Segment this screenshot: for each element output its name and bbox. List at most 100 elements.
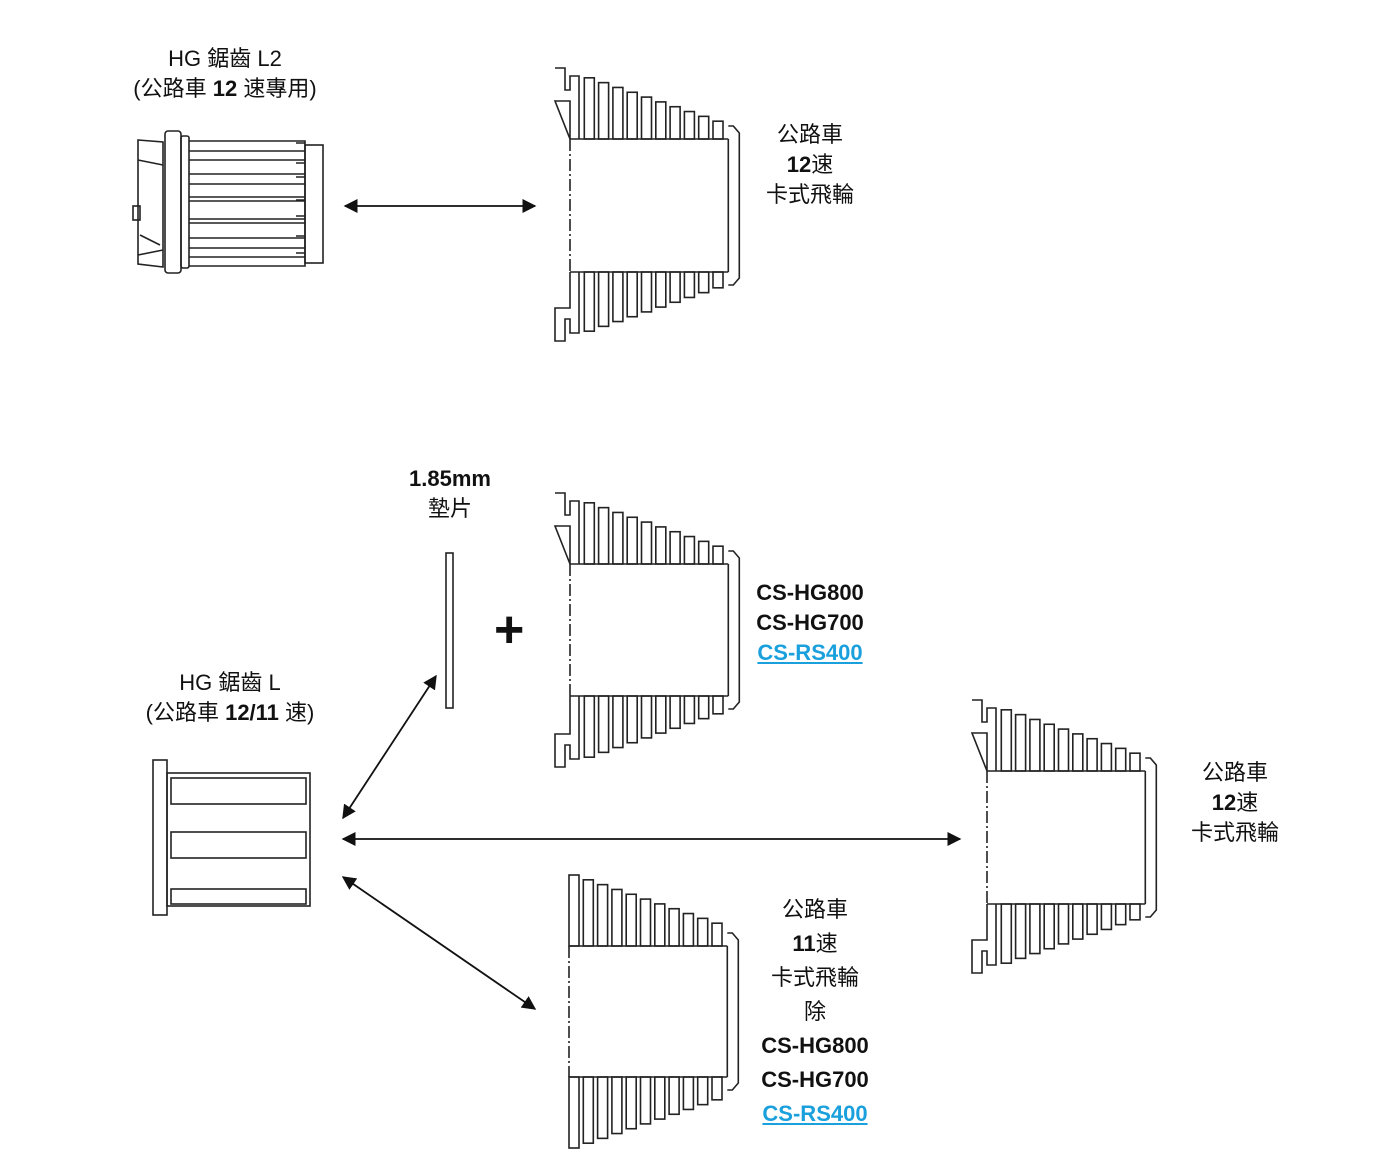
sprocket-bottom [683,271,696,299]
lockring-bottom [554,272,580,342]
sprocket-top [1086,737,1098,772]
sprocket-top [711,922,723,947]
sprocket-bottom [682,1076,695,1111]
sprocket-bottom [625,1076,638,1130]
sprocket-bottom [683,695,696,725]
cs-rs400-link[interactable]: CS-RS400 [757,640,863,665]
sprocket-bottom [711,1076,723,1101]
speed-num: 12 [786,152,812,177]
sprocket-bottom [582,1076,595,1144]
sprocket-top [696,917,709,947]
cs-rs400-link[interactable]: CS-RS400 [762,1101,868,1126]
speed-num: 11 [792,931,816,956]
sprocket-top [582,879,595,947]
sprocket-bottom [669,695,681,730]
sprocket-bottom [712,271,724,289]
arrow-l-to-spacer [342,674,437,820]
sprocket-bottom [639,1076,652,1125]
sprocket-top [640,521,653,565]
sprocket-top [1114,747,1127,772]
end-cap [728,550,741,710]
sprocket-top [639,898,652,947]
spacer-cassette-list: CS-HG800 CS-HG700 CS-RS400 [730,578,890,668]
lockring-bottom [971,904,997,974]
sprocket-bottom [653,1076,666,1120]
subtitle-pre: (公路車 [133,76,213,101]
cassette-model: CS-HG800 [761,1033,869,1058]
sprocket-bottom [597,271,610,328]
sprocket-bottom [654,271,667,308]
sprocket-bottom [697,271,710,294]
speed-num: 12 [1211,790,1237,815]
sprocket-top [625,893,638,947]
sprocket-bottom [626,271,639,318]
sprocket-bottom [654,695,667,734]
sprocket-top [653,903,666,947]
cassette-with-spacer [553,492,741,768]
hg-l2-freehub-body [132,130,324,274]
end-cap [1145,757,1158,918]
sprocket-bottom [612,695,624,749]
sprocket-top [683,535,696,565]
sprocket-top [612,511,624,565]
sprocket-top [583,77,596,140]
sprocket-top [1043,723,1055,772]
sprocket-top [697,540,710,565]
sprocket-bottom [568,1076,580,1149]
label-line3: 卡式飛輪 [1190,820,1279,845]
cassette-11-speed [568,874,740,1149]
label-line2: 11速 [735,927,895,961]
label-line3: 卡式飛輪 [765,182,854,207]
lower-cassette-label: 公路車 11速 卡式飛輪 除 CS-HG800 CS-HG700 CS-RS40… [735,893,895,1131]
label-line2: 12速 [1175,788,1295,818]
cassette-12-speed-top [553,67,741,342]
subtitle-post: 速) [278,700,315,725]
speed-text: 速 [1236,790,1259,815]
sprocket-bottom [1057,903,1070,945]
sprocket-top [1072,733,1084,772]
sprocket-bottom [696,1076,709,1106]
sprocket-top [626,516,639,565]
sprocket-bottom [697,695,710,720]
sprocket-top [712,120,724,140]
sprocket-bottom [612,271,624,323]
label-line3: 卡式飛輪 [770,965,859,990]
cassette-model: CS-HG700 [761,1067,869,1092]
label-line2: 12速 [750,150,870,180]
sprocket-top [712,545,724,565]
speed-text: 速 [811,152,834,177]
label-line1: 公路車 [1201,760,1268,785]
hg-l-subtitle: (公路車 12/11 速) [100,698,360,728]
sprocket-bottom [640,271,653,313]
sprocket-top [1000,709,1013,772]
cassette-12-speed-right [970,699,1158,974]
sprocket-top [1014,713,1027,772]
sprocket-top [568,874,580,947]
sprocket-bottom [640,695,653,739]
subtitle-post: 速專用) [237,76,317,101]
sprocket-top [682,912,695,947]
sprocket-top [611,888,623,947]
sprocket-bottom [583,271,596,332]
sprocket-bottom [1000,903,1013,964]
except-label: 除 [803,999,826,1024]
speed-text: 速 [815,931,838,956]
cassette-model: CS-HG800 [756,580,864,605]
sprocket-bottom [669,271,681,304]
sprocket-top [583,502,596,565]
lockring-bottom [554,696,580,768]
lockring-top [970,699,997,772]
sprocket-top [669,105,681,140]
subtitle-pre: (公路車 [145,700,226,725]
sprocket-bottom [596,1076,609,1140]
spacer-shim [445,552,454,709]
sprocket-top [596,883,609,947]
sprocket-top [1100,742,1113,772]
cassette-model: CS-HG700 [756,610,864,635]
sprocket-top [597,506,610,565]
sprocket-bottom [712,695,724,715]
sprocket-bottom [1014,903,1027,960]
end-cap [728,125,741,286]
hg-l-title: HG 鋸齒 L (公路車 12/11 速) [100,668,360,728]
